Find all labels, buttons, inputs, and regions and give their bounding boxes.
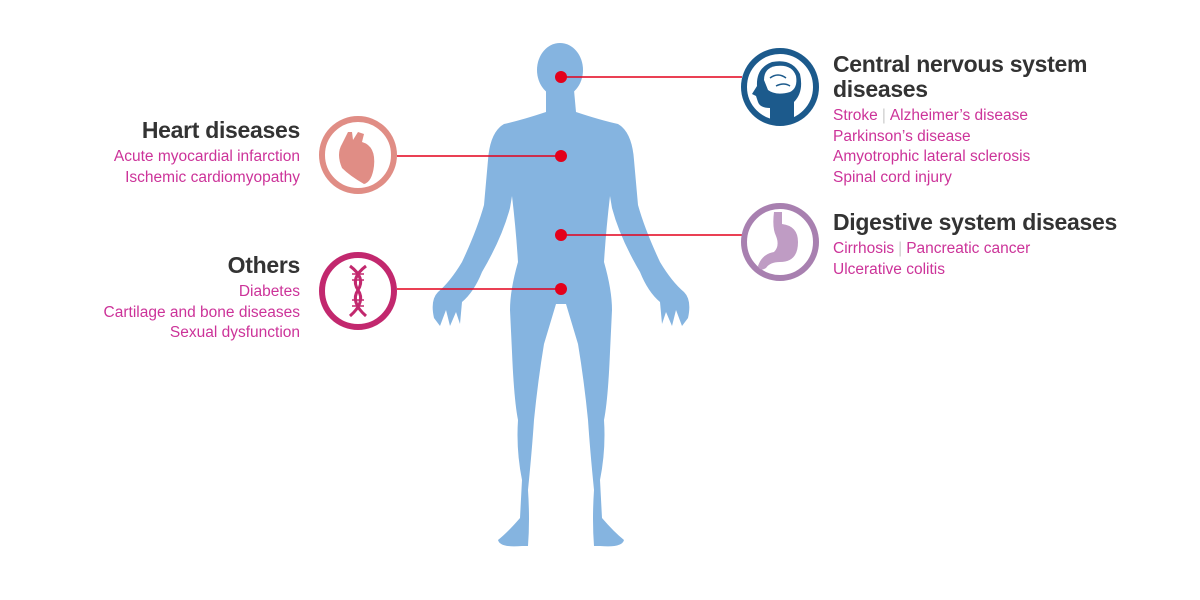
cns-item: Alzheimer’s disease [889,107,1028,124]
heart-item: Acute myocardial infarction [113,148,300,165]
digestive-item: Cirrhosis [833,240,895,257]
cns-item: Spinal cord injury [833,168,952,186]
cns-item: Parkinson’s disease [833,127,971,145]
others-title: Others [227,252,301,278]
heart-icon [319,116,397,194]
marker-pelvis [555,283,567,295]
connector-lines [397,76,742,290]
digestive-group: Digestive system diseases Cirrhosis|Panc… [833,210,1117,280]
others-item: Cartilage and bone diseases [103,303,300,321]
cns-item: Amyotrophic lateral sclerosis [833,148,1031,165]
digestive-item: Ulcerative colitis [833,260,945,278]
separator: | [898,240,903,257]
stomach-icon [741,203,819,281]
others-group: Others Diabetes Cartilage and bone disea… [103,252,301,344]
dna-icon [319,252,397,330]
heart-item: Ischemic cardiomyopathy [125,168,300,186]
heart-title: Heart diseases [141,117,300,143]
marker-abdomen [555,229,567,241]
cns-item: Stroke [833,107,878,124]
brain-head-icon [741,48,819,126]
others-item: Sexual dysfunction [169,324,300,341]
marker-chest [555,150,567,162]
heart-group: Heart diseases Acute myocardial infarcti… [114,118,300,188]
digestive-item: Pancreatic cancer [906,240,1031,257]
separator: | [881,107,886,124]
marker-head [555,71,567,83]
human-body-silhouette [432,43,690,547]
others-item: Diabetes [238,283,300,300]
digestive-title: Digestive system diseases [833,209,1118,235]
